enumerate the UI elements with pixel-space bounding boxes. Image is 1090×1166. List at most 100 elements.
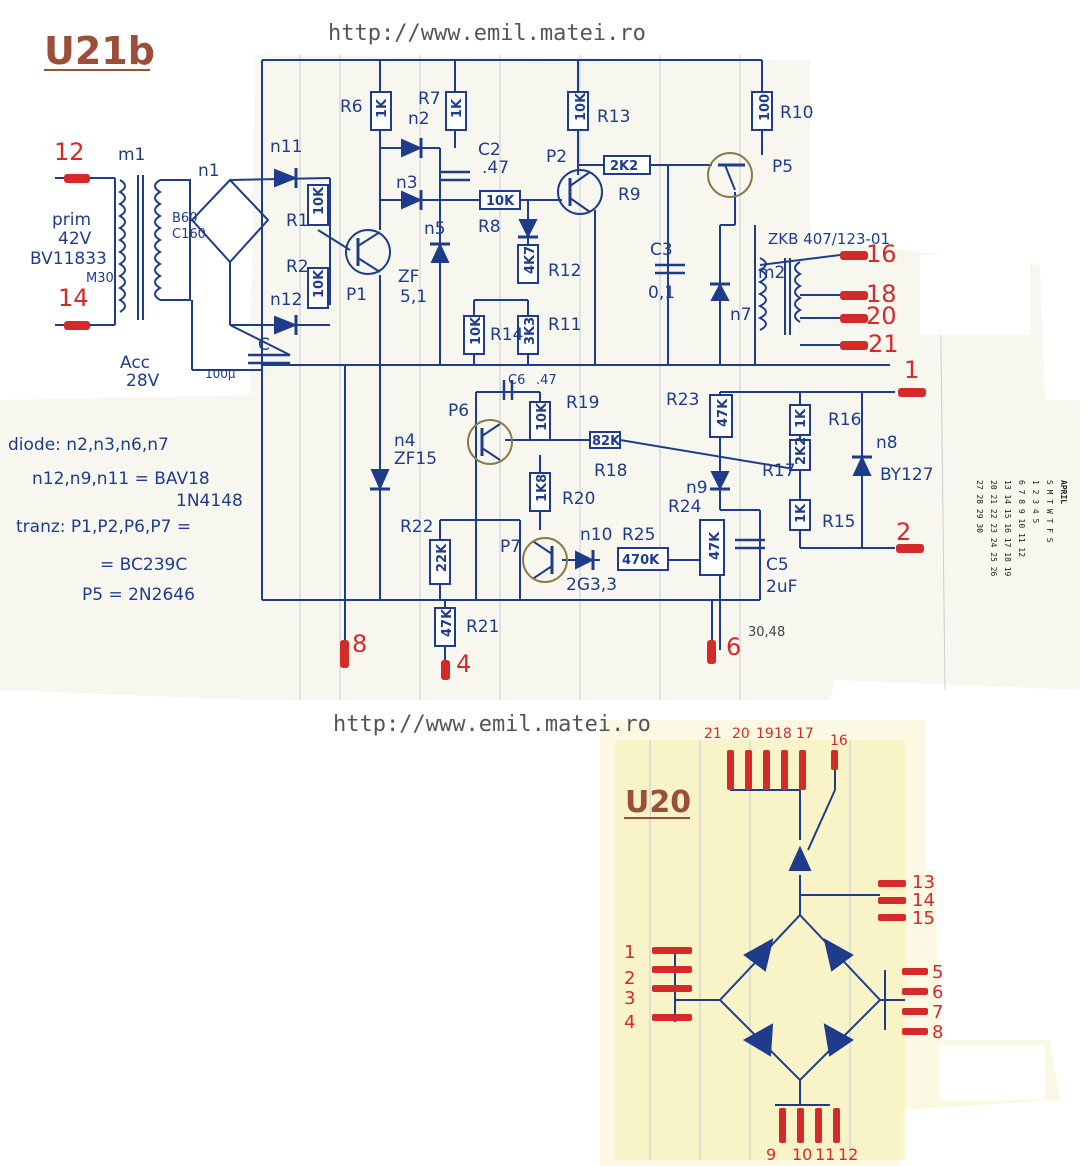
r6-value: 1K xyxy=(375,98,390,118)
r11-value: 3K3 xyxy=(523,317,538,345)
u20-pin-6: 6 xyxy=(932,982,943,1003)
u20-pin-5: 5 xyxy=(932,962,943,983)
r9-value: 2K2 xyxy=(610,159,638,174)
label-relay-model: ZKB 407/123-01 xyxy=(768,230,890,248)
title-u21b: U21b xyxy=(44,29,155,73)
label-by127: BY127 xyxy=(880,465,934,485)
u20-pin-13: 13 xyxy=(912,872,935,893)
diode-n6 xyxy=(518,219,538,239)
pin-label-2: 2 xyxy=(896,518,911,546)
label-2g3: 2G3,3 xyxy=(566,575,617,595)
u20-pin-9: 9 xyxy=(766,1145,776,1164)
r18-value: 82K xyxy=(592,434,621,449)
connector-4 xyxy=(441,660,450,680)
resistor-r17 xyxy=(789,439,811,471)
label-n5: n5 xyxy=(424,219,446,239)
u20-pin-10: 10 xyxy=(792,1145,812,1164)
diode-n7 xyxy=(710,282,730,301)
u20-pin-8: 8 xyxy=(932,1022,943,1043)
u20-diode-3 xyxy=(743,1023,774,1057)
r2-value: 10K xyxy=(312,269,327,298)
note-diodes-3: 1N4148 xyxy=(176,491,243,511)
pin-label-6: 6 xyxy=(726,633,741,661)
transistor-p2 xyxy=(557,169,603,215)
bridge-c160: C160 xyxy=(172,227,206,242)
capacitor-symbols xyxy=(248,170,765,550)
label-n2: n2 xyxy=(408,109,430,129)
resistor-r19 xyxy=(529,401,551,441)
u20-pin-1: 1 xyxy=(624,942,635,963)
resistor-r11 xyxy=(517,315,539,355)
u20-zener xyxy=(788,845,812,871)
label-n8: n8 xyxy=(876,433,898,453)
bridge-name: n1 xyxy=(198,161,220,181)
r21-name: R21 xyxy=(466,617,499,637)
r13-name: R13 xyxy=(597,107,630,127)
label-n4: n4 xyxy=(394,431,416,451)
r19-name: R19 xyxy=(566,393,599,413)
r24-name: R24 xyxy=(668,497,701,517)
misc-note: 30,48 xyxy=(748,625,785,640)
diode-n2 xyxy=(401,138,423,158)
resistor-r10 xyxy=(751,91,773,131)
label-c6: C6 xyxy=(508,373,525,388)
r15-name: R15 xyxy=(822,512,855,532)
label-p6: P6 xyxy=(448,401,469,421)
connector-1 xyxy=(898,388,926,397)
r10-value: 100 xyxy=(758,94,773,121)
r20-value: 1K8 xyxy=(535,474,550,502)
r21-value: 47K xyxy=(440,608,455,637)
resistor-r25 xyxy=(617,547,669,571)
label-c5: C5 xyxy=(766,555,789,575)
r1-name: R1 xyxy=(286,211,309,231)
diode-n5 xyxy=(430,242,450,263)
r19-value: 10K xyxy=(535,402,550,431)
label-p1: P1 xyxy=(346,285,367,305)
cap-c-value: 100µ xyxy=(205,367,236,381)
pin-label-12: 12 xyxy=(54,138,85,166)
u20-pin-11: 11 xyxy=(815,1145,835,1164)
r24-value: 47K xyxy=(708,531,723,560)
label-c3: C3 xyxy=(650,240,673,260)
transistors xyxy=(345,152,753,583)
r25-value: 470K xyxy=(622,553,660,568)
note-tranz-3: P5 = 2N2646 xyxy=(82,585,195,605)
url-middle: http://www.emil.matei.ro xyxy=(333,712,651,737)
label-n3: n3 xyxy=(396,173,418,193)
transformer-m1 xyxy=(118,175,162,320)
u20-pin-3: 3 xyxy=(624,988,635,1009)
calendar-row-4: 20 21 22 23 24 25 26 xyxy=(989,480,998,577)
connector-20 xyxy=(840,314,868,323)
transistor-p1 xyxy=(345,229,391,275)
connector-2 xyxy=(896,544,924,553)
pin-label-1: 1 xyxy=(904,356,919,384)
r14-value: 10K xyxy=(469,316,484,345)
resistor-r16 xyxy=(789,404,811,436)
resistor-r1 xyxy=(307,184,329,226)
r25-name: R25 xyxy=(622,525,655,545)
transformer-primary-label: prim xyxy=(52,210,91,230)
pin-label-18: 18 xyxy=(866,280,897,308)
label-n11: n11 xyxy=(270,137,302,157)
r20-name: R20 xyxy=(562,489,595,509)
diode-symbols xyxy=(274,138,872,570)
u20-pin-12: 12 xyxy=(838,1145,858,1164)
u20-connectors xyxy=(652,750,928,1143)
r11-name: R11 xyxy=(548,315,581,335)
label-zf-value: 5,1 xyxy=(400,287,427,307)
resistors xyxy=(307,91,811,647)
connector-14 xyxy=(64,321,90,330)
note-diodes-1: diode: n2,n3,n6,n7 xyxy=(8,435,169,455)
url-top: http://www.emil.matei.ro xyxy=(328,21,646,46)
acc-label-1: Acc xyxy=(120,353,150,373)
transistor-p7 xyxy=(522,537,568,583)
resistor-r24 xyxy=(699,519,725,576)
diode-n9 xyxy=(710,471,730,491)
r12-name: R12 xyxy=(548,261,581,281)
u20-pin-14: 14 xyxy=(912,890,935,911)
pin-label-16: 16 xyxy=(866,240,897,268)
note-tranz-2: = BC239C xyxy=(100,555,187,575)
calendar-row-1: 1 2 3 4 5 xyxy=(1031,480,1040,524)
